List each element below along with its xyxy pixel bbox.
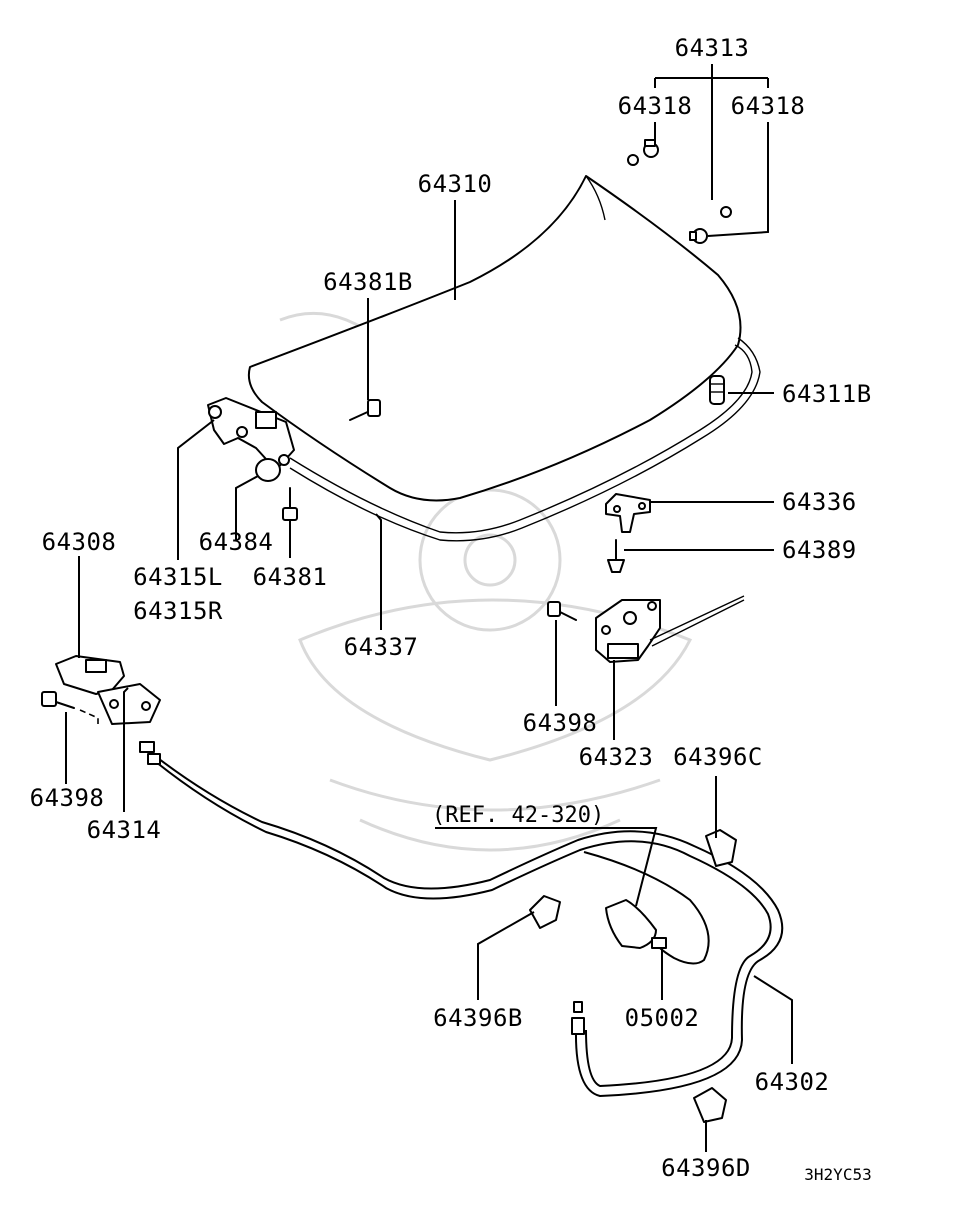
callout-64398-left: 64398 — [30, 784, 105, 812]
callout-64384: 64384 — [199, 528, 274, 556]
ball-stud-left — [643, 139, 659, 158]
callout-64381b: 64381B — [323, 268, 413, 296]
hood-panel — [247, 175, 761, 542]
callout-64311b: 64311B — [782, 380, 872, 408]
callout-64315r: 64315R — [133, 597, 223, 625]
clip-64396b — [529, 895, 561, 929]
callout-64310: 64310 — [418, 170, 493, 198]
release-handle — [55, 655, 125, 695]
callout-64318-right: 64318 — [731, 92, 806, 120]
release-cable — [139, 741, 784, 1098]
callout-64318-left: 64318 — [618, 92, 693, 120]
cap-64384 — [255, 458, 281, 482]
hood-support-strut — [627, 154, 732, 218]
callout-64389: 64389 — [782, 536, 857, 564]
diagram-code: 3H2YC53 — [804, 1165, 871, 1184]
hood-latch — [595, 595, 745, 663]
callout-64396b: 64396B — [433, 1004, 523, 1032]
callout-64336: 64336 — [782, 488, 857, 516]
bolt-64398-center — [547, 601, 577, 621]
bolt-64389 — [607, 539, 625, 573]
callout-64381: 64381 — [253, 563, 328, 591]
bolt-64398-left — [41, 691, 75, 709]
callout-64337: 64337 — [344, 633, 419, 661]
callout-64302: 64302 — [755, 1068, 830, 1096]
bolt-64381b — [349, 399, 381, 421]
lever-cover — [605, 899, 667, 949]
callout-64323: 64323 — [579, 743, 654, 771]
callout-64396c: 64396C — [673, 743, 763, 771]
hood-bumper — [709, 375, 725, 405]
clip-64396c — [705, 829, 737, 867]
bolt-64381 — [282, 487, 298, 521]
callout-64396d: 64396D — [661, 1154, 751, 1182]
hood-striker — [605, 493, 651, 533]
callout-05002: 05002 — [625, 1004, 700, 1032]
callout-64313: 64313 — [675, 34, 750, 62]
ball-stud-right — [689, 228, 708, 244]
release-bracket — [79, 683, 161, 725]
hood-hinge — [207, 397, 295, 471]
callout-64308: 64308 — [42, 528, 117, 556]
reference-note: (REF. 42-320) — [432, 803, 604, 828]
callout-64398-center: 64398 — [523, 709, 598, 737]
clip-64396d — [693, 1087, 727, 1123]
callout-64314: 64314 — [87, 816, 162, 844]
callout-64315l: 64315L — [133, 563, 223, 591]
leader-lines — [65, 64, 793, 1152]
